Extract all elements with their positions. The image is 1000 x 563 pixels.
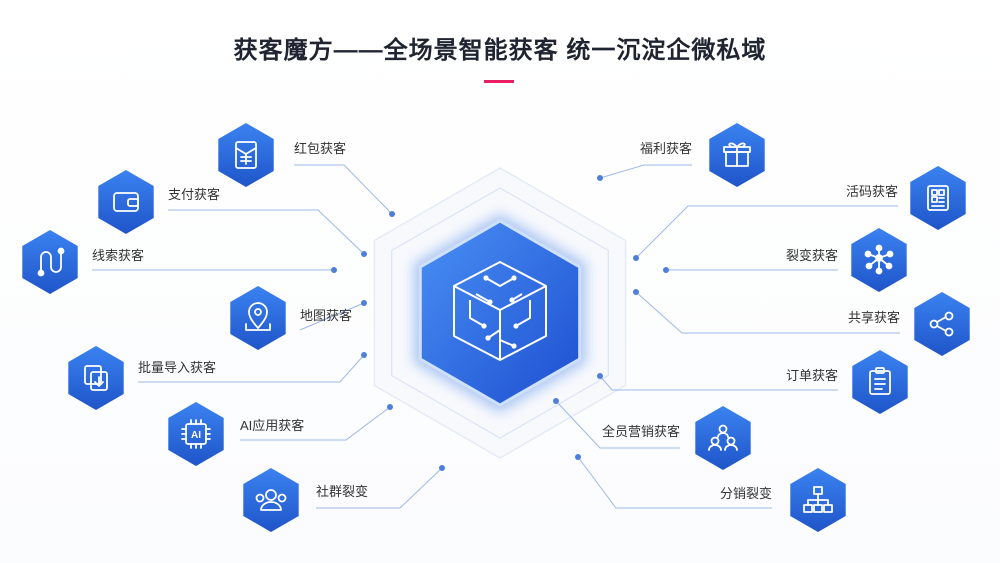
wallet-icon <box>113 192 139 212</box>
node-label-left-3: 地图获客 <box>300 308 353 323</box>
node-label-right-1: 活码获客 <box>845 184 898 199</box>
connector-right-6 <box>577 456 772 509</box>
route-icon <box>37 247 65 277</box>
connector-right-3 <box>635 291 900 334</box>
qr-code-icon <box>927 185 949 211</box>
ai-chip-icon: AI <box>181 419 211 449</box>
svg-text:AI: AI <box>191 430 201 441</box>
node-hexagon <box>852 350 908 414</box>
middle-ring-hexagon <box>391 187 609 439</box>
connector-dot <box>597 373 603 379</box>
node-label-left-0: 红包获客 <box>294 141 347 156</box>
node-hexagon <box>22 230 78 294</box>
node-hexagon <box>910 166 966 230</box>
node-label-right-3: 共享获客 <box>847 310 900 325</box>
connector-left-3 <box>299 302 365 331</box>
cube-circuit-icon <box>453 261 547 361</box>
node-hexagon <box>230 286 286 350</box>
node-label-right-0: 福利获客 <box>639 141 692 156</box>
connector-left-0 <box>294 164 393 215</box>
connector-dot <box>361 251 367 257</box>
connector-left-6 <box>316 467 443 509</box>
connector-dot <box>331 267 337 273</box>
node-label-right-4: 订单获客 <box>785 368 838 383</box>
connector-right-1 <box>635 205 898 259</box>
node-label-right-6: 分销裂变 <box>719 486 772 501</box>
map-pin-icon <box>245 302 271 331</box>
connector-dot <box>387 404 393 410</box>
node-hexagon <box>98 170 154 234</box>
connector-right-4 <box>599 375 838 391</box>
connector-dot <box>439 465 445 471</box>
red-envelope-icon <box>235 141 257 169</box>
node-label-left-5: AI应用获客 <box>240 418 305 433</box>
node-hexagon <box>68 346 124 410</box>
connector-left-5 <box>240 406 391 441</box>
batch-import-icon <box>84 365 108 391</box>
connector-right-0 <box>599 164 692 179</box>
node-label-right-2: 裂变获客 <box>785 248 838 263</box>
title-accent-bar <box>484 80 514 83</box>
node-label-left-4: 批量导入获客 <box>138 360 217 375</box>
connector-dot <box>663 267 669 273</box>
node-label-left-2: 线索获客 <box>92 248 145 263</box>
connector-dot <box>575 454 581 460</box>
community-icon <box>255 489 287 511</box>
connector-left-4 <box>138 354 365 383</box>
node-hexagon <box>695 406 751 470</box>
connector-dot <box>633 255 639 261</box>
node-label-left-1: 支付获客 <box>168 187 221 202</box>
connector-right-5 <box>555 400 680 449</box>
connector-dot <box>361 352 367 358</box>
connector-dot <box>361 300 367 306</box>
fission-icon <box>864 244 894 275</box>
hierarchy-icon <box>803 486 833 513</box>
connector-dot <box>553 398 559 404</box>
node-hexagon <box>168 402 224 466</box>
order-icon <box>869 367 891 395</box>
team-icon <box>708 424 738 451</box>
connector-left-1 <box>168 209 365 255</box>
node-label-left-6: 社群裂变 <box>316 484 369 499</box>
connector-dot <box>597 175 603 181</box>
gift-icon <box>723 142 751 167</box>
node-label-right-5: 全员营销获客 <box>601 424 680 439</box>
connector-dot <box>389 211 395 217</box>
connector-dot <box>633 289 639 295</box>
node-hexagon <box>914 292 970 356</box>
page-title: 获客魔方——全场景智能获客 统一沉淀企微私域 <box>233 37 767 64</box>
share-icon <box>929 311 954 337</box>
